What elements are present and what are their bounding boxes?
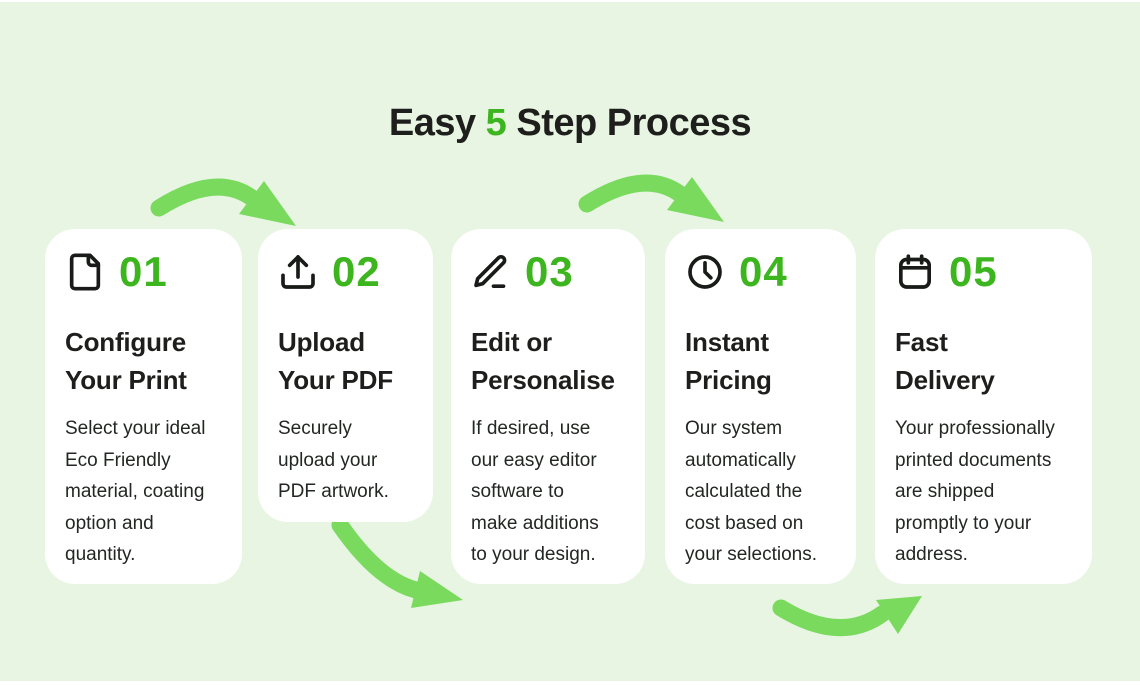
title-suffix: Step Process bbox=[506, 102, 752, 144]
curved-arrow-icon bbox=[331, 518, 463, 608]
step-title: Edit or Personalise bbox=[471, 327, 615, 395]
step-number: 01 bbox=[119, 248, 168, 295]
step-header: 03 bbox=[471, 251, 625, 293]
step-card-04: 04 Instant Pricing Our system automatica… bbox=[665, 229, 856, 584]
step-card-02: 02 Upload Your PDF Securely upload your … bbox=[258, 229, 433, 522]
step-header: 04 bbox=[685, 251, 836, 293]
clock-icon bbox=[685, 252, 725, 292]
step-header: 02 bbox=[278, 251, 413, 293]
step-number: 04 bbox=[739, 248, 788, 295]
step-description: Select your ideal Eco Friendly material,… bbox=[65, 418, 206, 565]
file-icon bbox=[65, 252, 105, 292]
step-title: Configure Your Print bbox=[65, 327, 187, 395]
curved-arrow-icon bbox=[772, 596, 922, 637]
curved-arrow-icon bbox=[150, 178, 296, 226]
step-title: Fast Delivery bbox=[895, 327, 995, 395]
step-number: 03 bbox=[525, 248, 574, 295]
step-title: Instant Pricing bbox=[685, 327, 772, 395]
upload-icon bbox=[278, 252, 318, 292]
step-title: Upload Your PDF bbox=[278, 327, 393, 395]
step-card-05: 05 Fast Delivery Your professionally pri… bbox=[875, 229, 1092, 584]
page-title: Easy 5 Step Process bbox=[0, 102, 1140, 145]
pen-icon bbox=[471, 252, 511, 292]
step-description: Securely upload your PDF artwork. bbox=[278, 418, 389, 502]
title-prefix: Easy bbox=[388, 102, 486, 144]
title-highlight: 5 bbox=[485, 102, 507, 144]
step-description: If desired, use our easy editor software… bbox=[471, 418, 599, 565]
step-card-01: 01 Configure Your Print Select your idea… bbox=[45, 229, 242, 584]
step-number: 02 bbox=[332, 248, 381, 295]
calendar-icon bbox=[895, 252, 935, 292]
step-header: 01 bbox=[65, 251, 222, 293]
step-number: 05 bbox=[949, 248, 998, 295]
step-description: Your professionally printed documents ar… bbox=[895, 418, 1055, 565]
curved-arrow-icon bbox=[578, 174, 724, 222]
step-header: 05 bbox=[895, 251, 1072, 293]
step-description: Our system automatically calculated the … bbox=[685, 418, 818, 565]
step-card-03: 03 Edit or Personalise If desired, use o… bbox=[451, 229, 645, 584]
